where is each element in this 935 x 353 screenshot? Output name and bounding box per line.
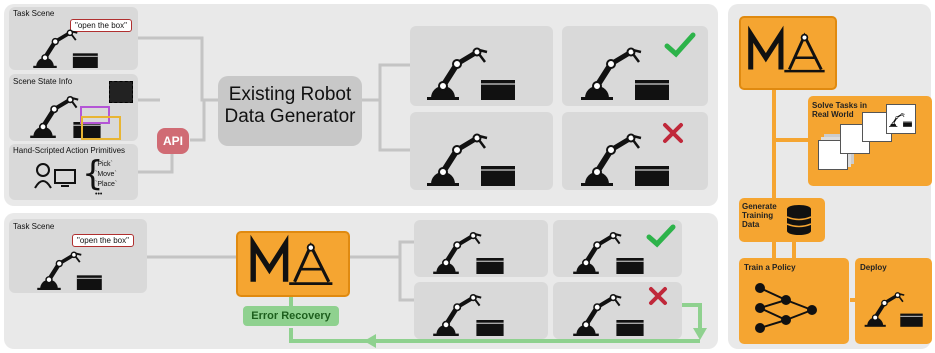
task-scene-label: Task Scene <box>13 9 55 18</box>
deploy-robot-icon <box>862 276 928 338</box>
scene-state-label: Scene State Info <box>13 77 73 86</box>
primitive-move: `Move` <box>95 171 117 178</box>
state-info-icon <box>109 81 133 103</box>
generator-line1: Existing Robot <box>228 84 352 105</box>
ma-logo-box-right <box>739 16 837 90</box>
train-policy-label: Train a Policy <box>744 263 796 272</box>
bottom-check-icon <box>646 224 676 248</box>
bottom-task-scene-label: Task Scene <box>13 222 55 231</box>
solve-tasks-label: Solve Tasks in Real World <box>812 101 867 119</box>
bottom-connector-lines <box>147 240 707 348</box>
api-badge: API <box>157 128 189 154</box>
user-computer-icon <box>34 163 76 189</box>
existing-robot-data-generator: Existing Robot Data Generator <box>218 76 362 146</box>
state-info-bbox-yellow <box>81 116 121 140</box>
task-image-4 <box>886 104 916 134</box>
task-quote: "open the box" <box>70 19 132 32</box>
generator-line2: Data Generator <box>224 106 356 127</box>
state-info-bbox-purple <box>80 106 110 124</box>
hand-scripted-label: Hand-Scripted Action Primitives <box>13 146 126 155</box>
check-icon <box>664 32 696 58</box>
cross-icon <box>663 123 683 143</box>
primitive-place: `Place` <box>95 181 118 188</box>
primitive-pick: `Pick` <box>95 161 113 168</box>
primitive-more: ••• <box>95 191 103 198</box>
neural-network-icon <box>755 283 817 333</box>
bottom-cross-icon <box>649 287 667 305</box>
ma-logo-right-icon <box>744 20 828 82</box>
hand-scripted-card <box>9 144 138 200</box>
generate-data-label: Generate Training Data <box>742 202 777 229</box>
error-recovery-label: Error Recovery <box>243 306 339 326</box>
task-image-robot-icon <box>888 112 914 128</box>
bottom-task-quote: "open the box" <box>72 234 134 247</box>
database-icon <box>786 205 812 235</box>
brace-icon: { <box>82 154 104 194</box>
deploy-box <box>855 258 932 344</box>
deploy-label: Deploy <box>860 263 887 272</box>
